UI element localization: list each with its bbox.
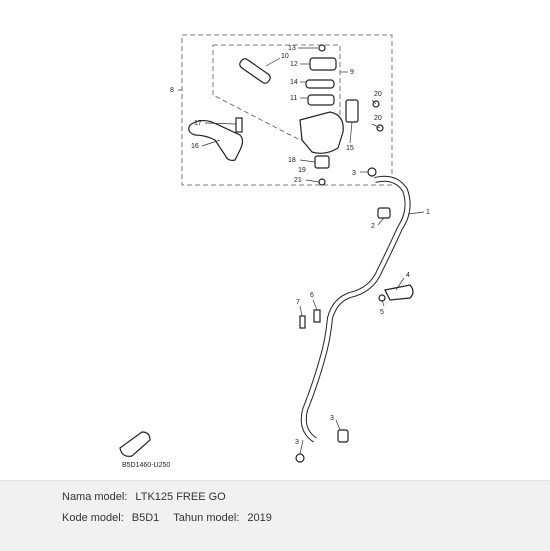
callout-5: 5 bbox=[380, 309, 384, 316]
brake-switch bbox=[345, 99, 359, 123]
leader-lines bbox=[178, 47, 425, 455]
callout-7: 7 bbox=[296, 299, 300, 306]
brake-lever bbox=[188, 119, 244, 162]
screw-13 bbox=[318, 44, 326, 52]
reservoir-cap bbox=[309, 57, 337, 71]
callout-3-bottom: 3 bbox=[295, 439, 299, 446]
callout-6: 6 bbox=[310, 292, 314, 299]
model-name-value: LTK125 FREE GO bbox=[135, 491, 226, 503]
callout-18: 18 bbox=[288, 157, 296, 164]
pivot-bolt bbox=[235, 117, 243, 133]
union-bolt-2-bottom bbox=[337, 429, 349, 443]
parts-diagram: 8 9 13 12 14 11 10 17 16 15 20 20 18 19 … bbox=[119, 34, 430, 469]
model-name-row: Nama model: LTK125 FREE GO bbox=[62, 491, 226, 503]
master-cylinder-assembly-box bbox=[181, 34, 393, 186]
piston-kit bbox=[239, 58, 271, 84]
callout-20-b: 20 bbox=[374, 115, 382, 122]
callout-21: 21 bbox=[294, 177, 302, 184]
callout-16: 16 bbox=[191, 143, 199, 150]
callout-20-a: 20 bbox=[374, 91, 382, 98]
model-info-panel: Nama model: LTK125 FREE GO Kode model: B5D… bbox=[0, 480, 550, 551]
year-label: Tahun model: bbox=[173, 512, 240, 524]
brake-hose bbox=[300, 175, 411, 443]
callout-11: 11 bbox=[290, 95, 297, 102]
callout-17: 17 bbox=[194, 120, 202, 127]
union-bolt-2-top bbox=[377, 207, 391, 219]
model-code-value: B5D1 bbox=[131, 512, 160, 524]
clamp-18 bbox=[314, 155, 330, 169]
callout-4: 4 bbox=[406, 272, 410, 279]
callout-9: 9 bbox=[350, 69, 354, 76]
callout-3-mid: 3 bbox=[330, 415, 334, 422]
callout-10: 10 bbox=[281, 53, 289, 60]
callout-3-top: 3 bbox=[352, 170, 356, 177]
gasket-3-top bbox=[367, 167, 377, 177]
cap-plate bbox=[307, 94, 335, 106]
diaphragm bbox=[305, 79, 335, 89]
caliper-icon bbox=[119, 431, 151, 457]
callout-1: 1 bbox=[426, 209, 430, 216]
callout-2: 2 bbox=[371, 223, 375, 230]
year-value: 2019 bbox=[247, 512, 272, 524]
diagram-code: B5D1460-U250 bbox=[122, 462, 170, 469]
gasket-3-bottom bbox=[295, 453, 305, 463]
bolt-21 bbox=[318, 178, 326, 186]
callout-14: 14 bbox=[290, 79, 298, 86]
callout-12: 12 bbox=[290, 61, 298, 68]
master-cylinder-body bbox=[299, 111, 344, 154]
clip-6 bbox=[313, 309, 321, 323]
hose-holder bbox=[384, 284, 414, 301]
bolt-7 bbox=[299, 315, 306, 329]
model-code-row: Kode model: B5D1 Tahun model: 2019 bbox=[62, 512, 272, 524]
callout-19: 19 bbox=[298, 167, 306, 174]
model-code-label: Kode model: bbox=[62, 512, 124, 524]
model-name-label: Nama model: bbox=[62, 491, 128, 503]
callout-15: 15 bbox=[346, 145, 354, 152]
callout-8: 8 bbox=[170, 87, 174, 94]
callout-13: 13 bbox=[288, 45, 296, 52]
